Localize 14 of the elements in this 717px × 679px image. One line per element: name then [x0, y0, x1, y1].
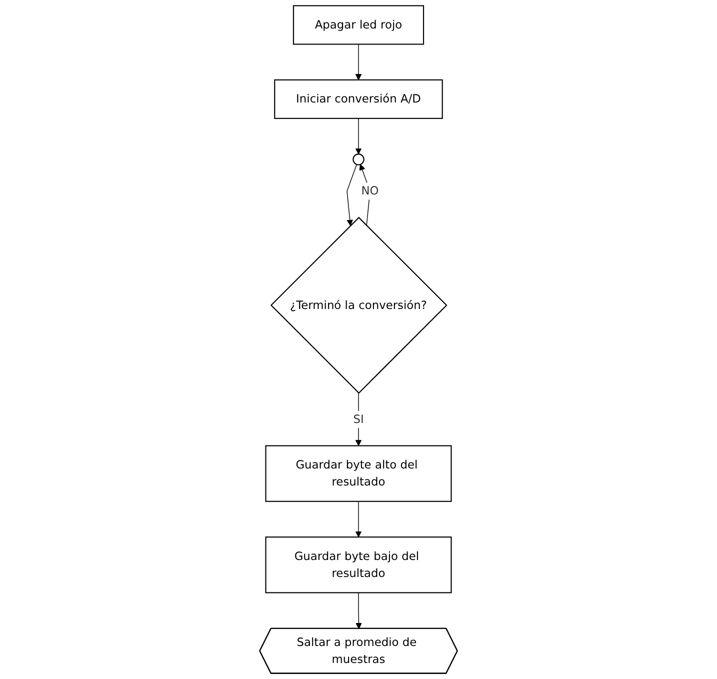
node-diamond: ¿Terminó la conversión?	[270, 216, 448, 394]
node-box: Apagar led rojo	[292, 5, 424, 45]
node-box: Guardar byte alto del resultado	[265, 445, 452, 502]
arrow	[346, 164, 358, 226]
arrow	[355, 44, 362, 80]
arrow	[356, 592, 362, 629]
node-circle	[352, 154, 364, 166]
node-box: Iniciar conversión A/D	[274, 79, 443, 119]
edge-label: NO	[361, 184, 379, 198]
node-box: Guardar byte bajo del resultado	[265, 536, 452, 594]
arrow	[355, 501, 362, 538]
arrow	[355, 118, 362, 154]
arrow	[359, 164, 370, 226]
edge-label: SI	[353, 412, 364, 426]
